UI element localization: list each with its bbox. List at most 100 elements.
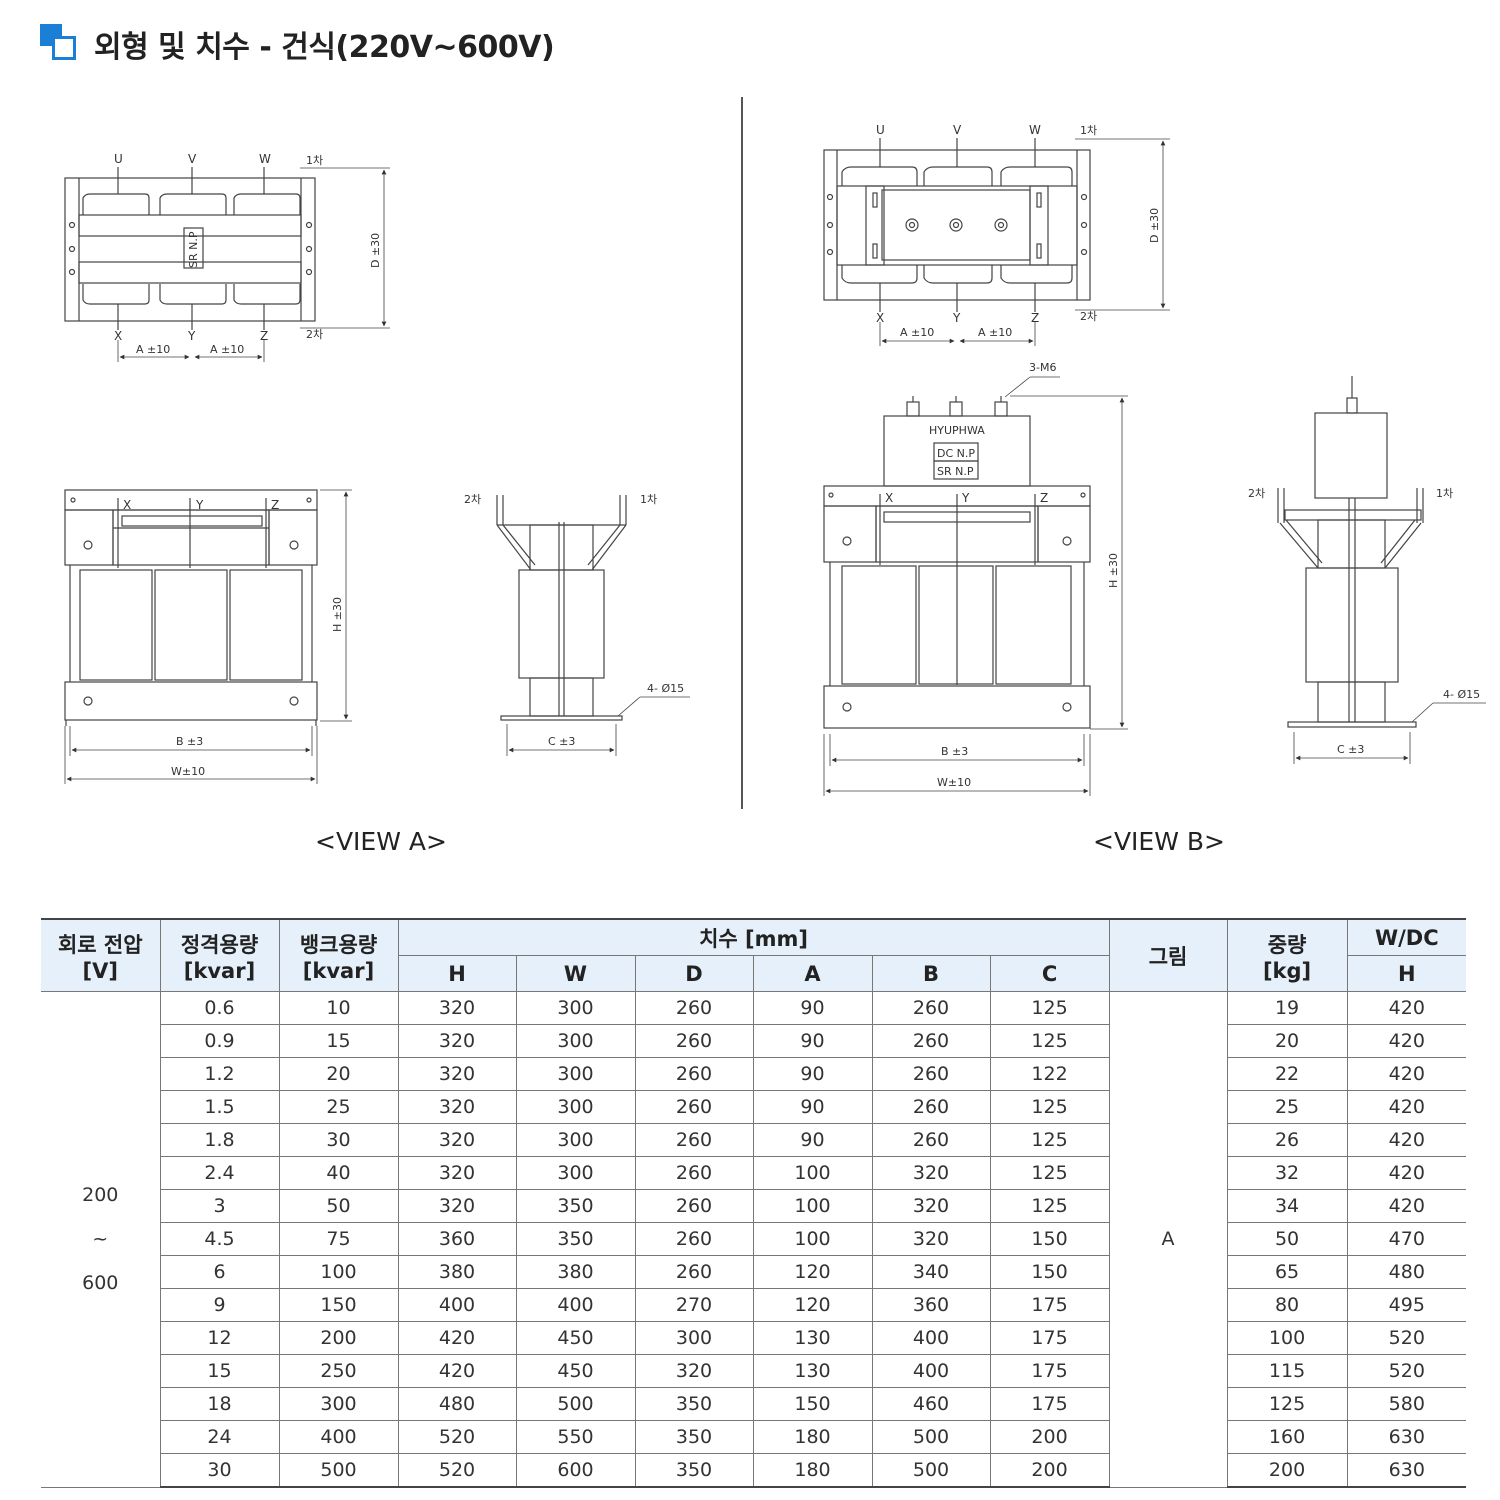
cell-weight: 26	[1226, 1123, 1348, 1157]
cell-dim-a: 90	[752, 1123, 873, 1157]
cell-wdc-h: 480	[1346, 1255, 1467, 1289]
cell-dim-b: 260	[871, 991, 991, 1025]
cell-dim-h: 320	[397, 1057, 517, 1091]
cell-dim-a: 100	[752, 1156, 873, 1190]
cell-dim-a: 100	[752, 1189, 873, 1223]
table-subheader-row: H W D A B C H	[41, 955, 1467, 992]
view-b-side-secondary: 2차	[1248, 487, 1265, 500]
view-a-terminal-v: V	[188, 152, 197, 166]
cell-dim-h: 420	[397, 1321, 517, 1355]
cell-rated: 6	[159, 1255, 280, 1289]
cell-rated: 0.6	[159, 991, 280, 1025]
view-b-nameplate-sr: SR N.P	[937, 465, 974, 478]
view-b-dim-a1: A ±10	[900, 326, 934, 339]
cell-dim-a: 130	[752, 1321, 873, 1355]
view-a-terminal-x: X	[114, 329, 122, 343]
cell-weight: 160	[1226, 1420, 1348, 1454]
cell-dim-a: 90	[752, 1090, 873, 1124]
view-b-side-primary: 1차	[1436, 487, 1453, 500]
cell-dim-h: 320	[397, 1024, 517, 1058]
cell-bank: 100	[278, 1255, 399, 1289]
cell-dim-h: 380	[397, 1255, 517, 1289]
cell-dim-b: 260	[871, 1123, 991, 1157]
cell-rated: 15	[159, 1354, 280, 1388]
view-b-dim-h: H ±30	[1107, 553, 1120, 588]
cell-dim-h: 420	[397, 1354, 517, 1388]
view-a-side-drawing	[496, 495, 690, 756]
header-dim-c: C	[989, 955, 1110, 992]
header-bank-capacity: 뱅크용량[kvar]	[278, 918, 399, 992]
cell-dim-d: 270	[634, 1288, 754, 1322]
cell-bank: 200	[278, 1321, 399, 1355]
cell-weight: 65	[1226, 1255, 1348, 1289]
cell-dim-w: 400	[515, 1288, 636, 1322]
view-b-terminal-z: Z	[1031, 311, 1039, 325]
cell-weight: 34	[1226, 1189, 1348, 1223]
view-b-terminal-w: W	[1029, 123, 1041, 137]
cell-dim-a: 120	[752, 1255, 873, 1289]
view-b-holes: 4- Ø15	[1443, 688, 1480, 701]
cell-weight: 115	[1226, 1354, 1348, 1388]
cell-bank: 150	[278, 1288, 399, 1322]
cell-rated: 9	[159, 1288, 280, 1322]
cell-wdc-h: 520	[1346, 1354, 1467, 1388]
cell-dim-h: 480	[397, 1387, 517, 1421]
cell-dim-c: 125	[989, 1123, 1110, 1157]
cell-weight: 22	[1226, 1057, 1348, 1091]
view-b-brand: HYUPHWA	[929, 424, 985, 437]
cell-dim-w: 300	[515, 1090, 636, 1124]
cell-dim-c: 175	[989, 1321, 1110, 1355]
cell-dim-b: 500	[871, 1453, 991, 1488]
cell-wdc-h: 495	[1346, 1288, 1467, 1322]
cell-dim-d: 260	[634, 1090, 754, 1124]
view-a-dim-h: H ±30	[331, 597, 344, 632]
cell-dim-a: 90	[752, 1057, 873, 1091]
cell-bank: 500	[278, 1453, 399, 1488]
view-b-dim-b: B ±3	[941, 745, 968, 758]
cell-dim-c: 200	[989, 1453, 1110, 1488]
cell-voltage-range: 200~600	[41, 991, 161, 1488]
cell-dim-a: 90	[752, 991, 873, 1025]
cell-dim-d: 350	[634, 1453, 754, 1488]
view-b-front-drawing	[823, 376, 1128, 796]
view-a-holes: 4- Ø15	[647, 682, 684, 695]
cell-weight: 100	[1226, 1321, 1348, 1355]
cell-weight: 80	[1226, 1288, 1348, 1322]
header-wdc: W/DC	[1346, 918, 1467, 956]
header-figure: 그림	[1108, 918, 1228, 992]
cell-dim-w: 300	[515, 991, 636, 1025]
cell-rated: 2.4	[159, 1156, 280, 1190]
cell-rated: 0.9	[159, 1024, 280, 1058]
view-a-terminal-w: W	[259, 152, 271, 166]
spec-table: 회로 전압[V] 정격용량[kvar] 뱅크용량[kvar] 치수 [mm] 그…	[41, 918, 1467, 1488]
view-a-side-primary: 1차	[640, 493, 657, 506]
cell-dim-w: 300	[515, 1156, 636, 1190]
cell-rated: 3	[159, 1189, 280, 1223]
cell-wdc-h: 420	[1346, 1090, 1467, 1124]
cell-dim-w: 450	[515, 1354, 636, 1388]
cell-dim-w: 350	[515, 1189, 636, 1223]
view-a-dim-a1: A ±10	[136, 343, 170, 356]
view-a-front-drawing	[64, 489, 352, 784]
cell-dim-b: 320	[871, 1156, 991, 1190]
header-weight: 중량[kg]	[1226, 918, 1348, 992]
cell-dim-w: 380	[515, 1255, 636, 1289]
cell-dim-b: 400	[871, 1354, 991, 1388]
cell-dim-c: 200	[989, 1420, 1110, 1454]
view-b-caption: <VIEW B>	[1093, 827, 1225, 856]
cell-dim-b: 500	[871, 1420, 991, 1454]
view-b-secondary-label: 2차	[1080, 310, 1097, 323]
view-a-terminal-z: Z	[260, 329, 268, 343]
view-a-terminal-u: U	[114, 152, 123, 166]
view-a-dim-c: C ±3	[548, 735, 575, 748]
cell-dim-h: 400	[397, 1288, 517, 1322]
view-b-front-y: Y	[961, 491, 970, 505]
cell-dim-w: 350	[515, 1222, 636, 1256]
cell-dim-c: 125	[989, 1156, 1110, 1190]
cell-wdc-h: 420	[1346, 1189, 1467, 1223]
